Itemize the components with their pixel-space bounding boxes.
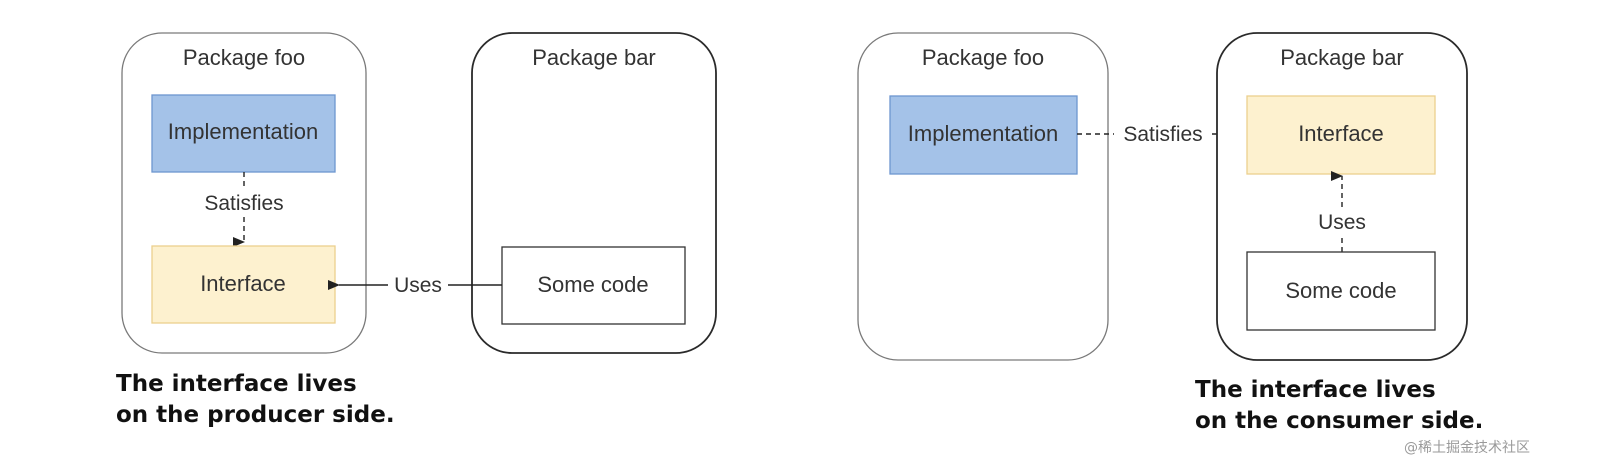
left-uses-label-bg (388, 271, 448, 297)
left-caption-line2: on the producer side. (116, 402, 395, 428)
left-uses-label: Uses (394, 274, 442, 297)
right-interface-box (1246, 95, 1436, 175)
left-interface-label: Interface (200, 271, 286, 296)
left-diagram: Package foo Implementation Satisfies Int… (121, 32, 717, 354)
left-satisfies-label-bg (196, 190, 292, 216)
watermark: @稀土掘金技术社区 (1404, 440, 1530, 456)
right-caption: The interface lives on the consumer side… (1195, 375, 1483, 437)
left-package-foo-title: Package foo (183, 45, 305, 70)
right-caption-line1: The interface lives (1195, 377, 1436, 403)
left-caption-line1: The interface lives (116, 371, 357, 397)
left-caption: The interface lives on the producer side… (116, 369, 395, 431)
right-satisfies-label-bg (1114, 120, 1212, 146)
left-satisfies-label: Satisfies (204, 192, 283, 215)
right-package-foo (857, 32, 1109, 361)
left-some-code-box (501, 246, 686, 325)
right-package-bar-title: Package bar (1280, 45, 1404, 70)
right-implementation-label: Implementation (908, 121, 1058, 146)
right-diagram: Package foo Implementation Satisfies Pac… (857, 32, 1468, 361)
right-interface-label: Interface (1298, 121, 1384, 146)
left-some-code-label: Some code (537, 272, 648, 297)
left-interface-box (151, 245, 336, 324)
right-package-foo-title: Package foo (922, 45, 1044, 70)
right-implementation-box (889, 95, 1078, 175)
right-uses-label: Uses (1318, 211, 1366, 234)
left-implementation-label: Implementation (168, 119, 318, 144)
left-package-bar-title: Package bar (532, 45, 656, 70)
right-uses-label-bg (1312, 208, 1372, 234)
right-caption-line2: on the consumer side. (1195, 408, 1484, 434)
right-satisfies-label: Satisfies (1123, 123, 1202, 146)
right-some-code-label: Some code (1285, 278, 1396, 303)
right-some-code-box (1246, 251, 1436, 331)
